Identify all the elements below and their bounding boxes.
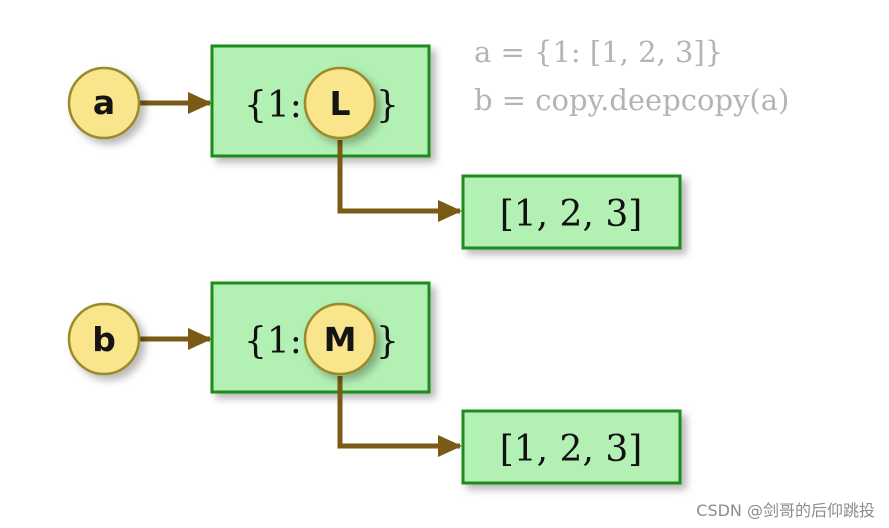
- ref-L-circle: [303, 66, 377, 140]
- variable-a-group: {1: } a L [1, 2, 3]: [67, 44, 682, 250]
- list-a-text: [1, 2, 3]: [500, 194, 643, 235]
- ref-M-label: M: [324, 320, 357, 359]
- code-line-1: a = {1: [1, 2, 3]}: [474, 35, 724, 69]
- csdn-watermark: CSDN @剑哥的后仰跳投: [696, 501, 875, 520]
- ref-L-label: L: [329, 84, 350, 123]
- var-b-circle: [67, 302, 141, 376]
- dict-a-suffix: }: [376, 85, 399, 126]
- ref-L-arrow: [337, 140, 462, 222]
- code-line-2: b = copy.deepcopy(a): [474, 83, 790, 117]
- list-b-box: [461, 409, 682, 485]
- var-a-label: a: [93, 83, 115, 122]
- list-a-box: [461, 174, 682, 250]
- dict-b-prefix: {1:: [244, 321, 302, 362]
- dict-b-suffix: }: [376, 321, 399, 362]
- variable-b-group: {1: } b M [1, 2, 3]: [67, 281, 682, 485]
- ref-M-arrow: [337, 376, 462, 457]
- ref-M-circle: [303, 302, 377, 376]
- var-b-label: b: [92, 320, 116, 359]
- list-b-text: [1, 2, 3]: [500, 429, 643, 470]
- var-a-circle: [67, 66, 141, 140]
- dict-a-prefix: {1:: [244, 85, 302, 126]
- dict-b-box: [210, 281, 431, 394]
